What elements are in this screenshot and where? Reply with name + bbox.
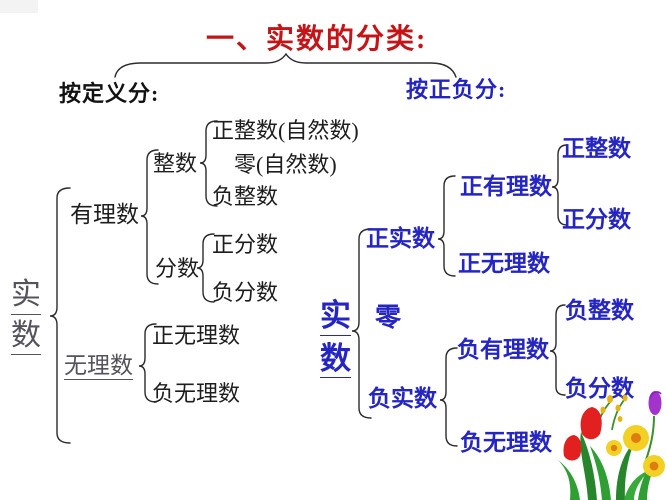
node-negative-rational: 负有理数 bbox=[457, 337, 549, 362]
page-title: 一、实数的分类: bbox=[206, 24, 428, 55]
node-irrational: 无理数 bbox=[64, 353, 133, 381]
node-negative-irrational-def: 负无理数 bbox=[152, 381, 241, 406]
node-positive-integer-sign: 正整数 bbox=[562, 136, 631, 161]
node-zero-def: 零(自然数) bbox=[234, 152, 337, 177]
node-negative-fraction-sign: 负分数 bbox=[565, 376, 634, 401]
node-real-left: 实 数 bbox=[11, 278, 41, 355]
heading-by-definition: 按定义分: bbox=[59, 81, 160, 106]
node-negative-fraction-def: 负分数 bbox=[212, 280, 279, 305]
node-zero-sign: 零 bbox=[375, 303, 402, 332]
node-negative-real: 负实数 bbox=[368, 386, 437, 411]
title-overbrace bbox=[114, 52, 457, 78]
node-positive-irrational-def: 正无理数 bbox=[152, 323, 241, 348]
node-integer: 整数 bbox=[153, 151, 198, 176]
brace-rational bbox=[140, 149, 159, 285]
node-negative-irrational-sign: 负无理数 bbox=[460, 430, 552, 455]
node-positive-fraction-sign: 正分数 bbox=[562, 207, 631, 232]
brace-negative-real bbox=[439, 347, 458, 447]
node-positive-irrational-sign: 正无理数 bbox=[458, 251, 550, 276]
node-positive-rational: 正有理数 bbox=[460, 174, 552, 199]
brace-real-left bbox=[49, 187, 71, 444]
node-positive-real: 正实数 bbox=[366, 226, 435, 251]
brace-positive-rational bbox=[551, 144, 568, 226]
brace-positive-real bbox=[437, 175, 456, 277]
node-fraction: 分数 bbox=[155, 256, 200, 281]
node-negative-integer-sign: 负整数 bbox=[565, 298, 634, 323]
node-negative-integer-def: 负整数 bbox=[212, 184, 279, 209]
flower-clipart bbox=[558, 391, 665, 500]
brace-negative-rational bbox=[549, 304, 566, 396]
node-positive-integer-def: 正整数(自然数) bbox=[212, 118, 359, 143]
heading-by-sign: 按正负分: bbox=[406, 77, 507, 102]
corner-artifact bbox=[0, 0, 38, 13]
brace-fraction bbox=[196, 233, 215, 303]
node-rational: 有理数 bbox=[70, 202, 139, 227]
brace-irrational bbox=[138, 323, 157, 403]
node-positive-fraction-def: 正分数 bbox=[212, 232, 279, 257]
brace-real-right bbox=[351, 228, 372, 419]
node-real-right: 实 数 bbox=[320, 298, 351, 379]
brace-integer bbox=[199, 120, 218, 207]
